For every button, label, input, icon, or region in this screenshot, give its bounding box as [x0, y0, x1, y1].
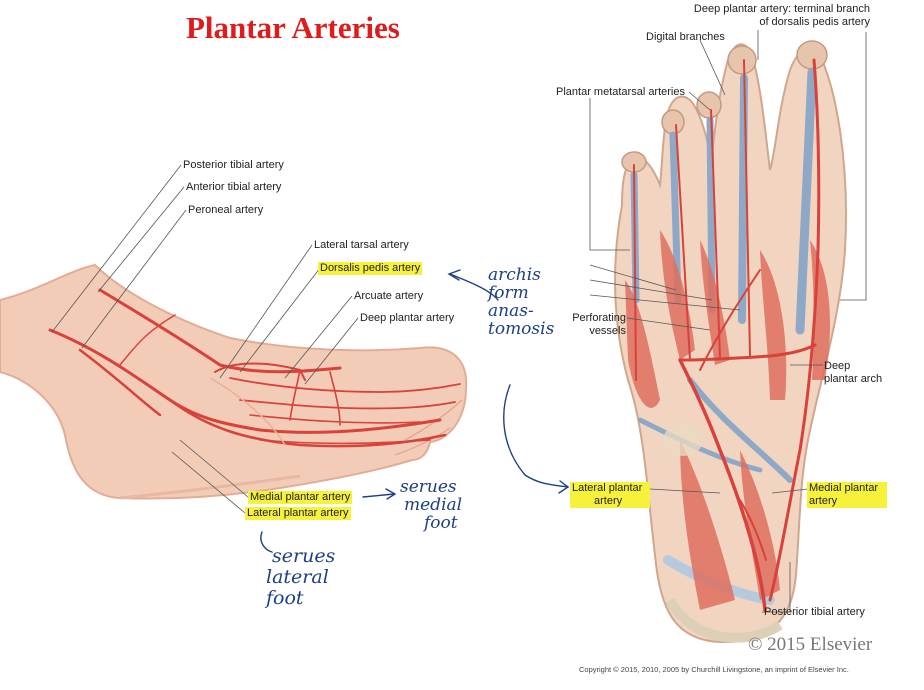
label-deep-plantar-arch: Deep plantar arch — [824, 360, 882, 386]
label-line: artery — [594, 495, 623, 507]
annotation-arches-anastomosis: archis form anas- tomosis — [488, 266, 554, 338]
annotation-serves-lateral-foot: serues lateral foot — [266, 545, 336, 609]
label-lateral-plantar-artery: Lateral plantar artery — [245, 507, 351, 520]
label-medial-plantar-artery-plantar: Medial plantar artery — [807, 482, 887, 508]
label-anterior-tibial-artery: Anterior tibial artery — [186, 181, 282, 193]
label-line: plantar arch — [824, 373, 883, 385]
label-line: Medial plantar — [809, 482, 879, 494]
label-line: artery — [809, 495, 838, 507]
label-line: Perforating — [572, 312, 626, 324]
label-line: Deep — [824, 360, 851, 372]
label-lateral-tarsal-artery: Lateral tarsal artery — [314, 239, 409, 251]
plantar-arteries — [633, 58, 821, 612]
lateral-arteries — [48, 288, 461, 448]
label-lateral-plantar-artery-plantar: Lateral plantar artery — [570, 482, 650, 508]
annotation-line: tomosis — [488, 319, 555, 339]
annotation-line: serues — [272, 545, 336, 567]
label-peroneal-artery: Peroneal artery — [188, 204, 264, 216]
annotation-line: lateral — [266, 566, 329, 588]
plantar-leader-lines — [589, 30, 867, 613]
page-title: Plantar Arteries — [186, 10, 400, 45]
label-deep-plantar-terminal-branch: Deep plantar artery: terminal branch of … — [646, 3, 870, 29]
copyright-notice: Copyright © 2015, 2010, 2005 by Churchil… — [579, 665, 849, 674]
label-medial-plantar-artery: Medial plantar artery — [248, 491, 353, 504]
label-posterior-tibial-artery: Posterior tibial artery — [183, 159, 284, 171]
lateral-leader-lines — [51, 164, 359, 514]
annotation-line: serues — [400, 477, 457, 497]
label-arcuate-artery: Arcuate artery — [354, 290, 424, 302]
muscles — [625, 230, 830, 610]
label-line: Deep plantar artery: terminal branch — [693, 3, 870, 15]
label-dorsalis-pedis-artery: Dorsalis pedis artery — [318, 262, 423, 275]
annotation-line: foot — [424, 513, 458, 533]
annotation-ink — [260, 269, 570, 553]
annotation-line: archis — [488, 265, 541, 285]
foot-silhouette — [0, 263, 468, 500]
label-plantar-metatarsal-arteries: Plantar metatarsal arteries — [556, 86, 685, 98]
label-posterior-tibial-artery-plantar: Posterior tibial artery — [764, 606, 865, 618]
label-digital-branches: Digital branches — [646, 31, 725, 43]
label-line: vessels — [589, 325, 626, 337]
label-perforating-vessels: Perforating vessels — [556, 312, 626, 338]
annotation-line: medial — [404, 495, 463, 515]
annotation-line: form — [488, 283, 529, 303]
annotation-line: anas- — [488, 301, 534, 321]
label-deep-plantar-artery: Deep plantar artery — [360, 312, 455, 324]
copyright-mark: © 2015 Elsevier — [748, 634, 873, 655]
lateral-foot-illustration — [0, 263, 468, 500]
label-line: of dorsalis pedis artery — [759, 16, 870, 28]
plantar-foot-illustration — [614, 40, 847, 644]
annotation-serves-medial-foot: serues medial foot — [400, 478, 462, 532]
label-line: Lateral plantar — [572, 482, 643, 494]
annotation-line: foot — [266, 587, 304, 609]
